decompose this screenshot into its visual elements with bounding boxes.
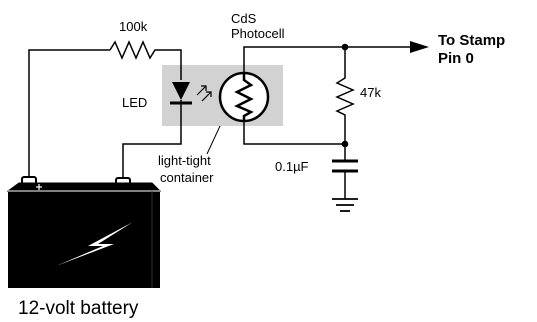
lightning-bolt-icon bbox=[56, 222, 133, 266]
wire-photocell-bottom bbox=[243, 122, 345, 145]
photocell-symbol bbox=[218, 71, 270, 123]
label-resistor-47k: 47k bbox=[360, 85, 381, 100]
wire-photocell-top bbox=[243, 46, 410, 73]
label-led: LED bbox=[122, 95, 147, 110]
label-capacitor: 0.1µF bbox=[275, 159, 309, 174]
label-container-line1: light-tight bbox=[158, 153, 211, 168]
battery-icon bbox=[6, 176, 162, 288]
wires bbox=[28, 46, 410, 199]
container-label-leader bbox=[206, 125, 221, 155]
label-container-line2: container bbox=[160, 170, 214, 185]
label-output-line2: Pin 0 bbox=[438, 50, 474, 67]
junction-dot-bottom bbox=[341, 140, 349, 148]
capacitor-symbol bbox=[332, 159, 358, 173]
led-light-arrows bbox=[196, 85, 212, 102]
label-photocell-line1: CdS bbox=[231, 11, 257, 26]
label-output-line1: To Stamp bbox=[438, 32, 505, 49]
label-resistor-100k: 100k bbox=[119, 19, 148, 34]
wire-resistor-to-led bbox=[160, 49, 182, 80]
wire-led-to-battery-negative bbox=[122, 108, 182, 180]
resistor-100k bbox=[109, 40, 160, 60]
ground-icon bbox=[332, 198, 358, 212]
label-photocell-line2: Photocell bbox=[231, 26, 285, 41]
wire-battery-positive bbox=[28, 49, 110, 179]
output-arrow bbox=[410, 41, 429, 53]
label-battery: 12-volt battery bbox=[18, 298, 139, 319]
resistor-47k bbox=[335, 72, 355, 118]
junction-dot-top bbox=[341, 43, 349, 51]
led-symbol bbox=[170, 82, 212, 108]
